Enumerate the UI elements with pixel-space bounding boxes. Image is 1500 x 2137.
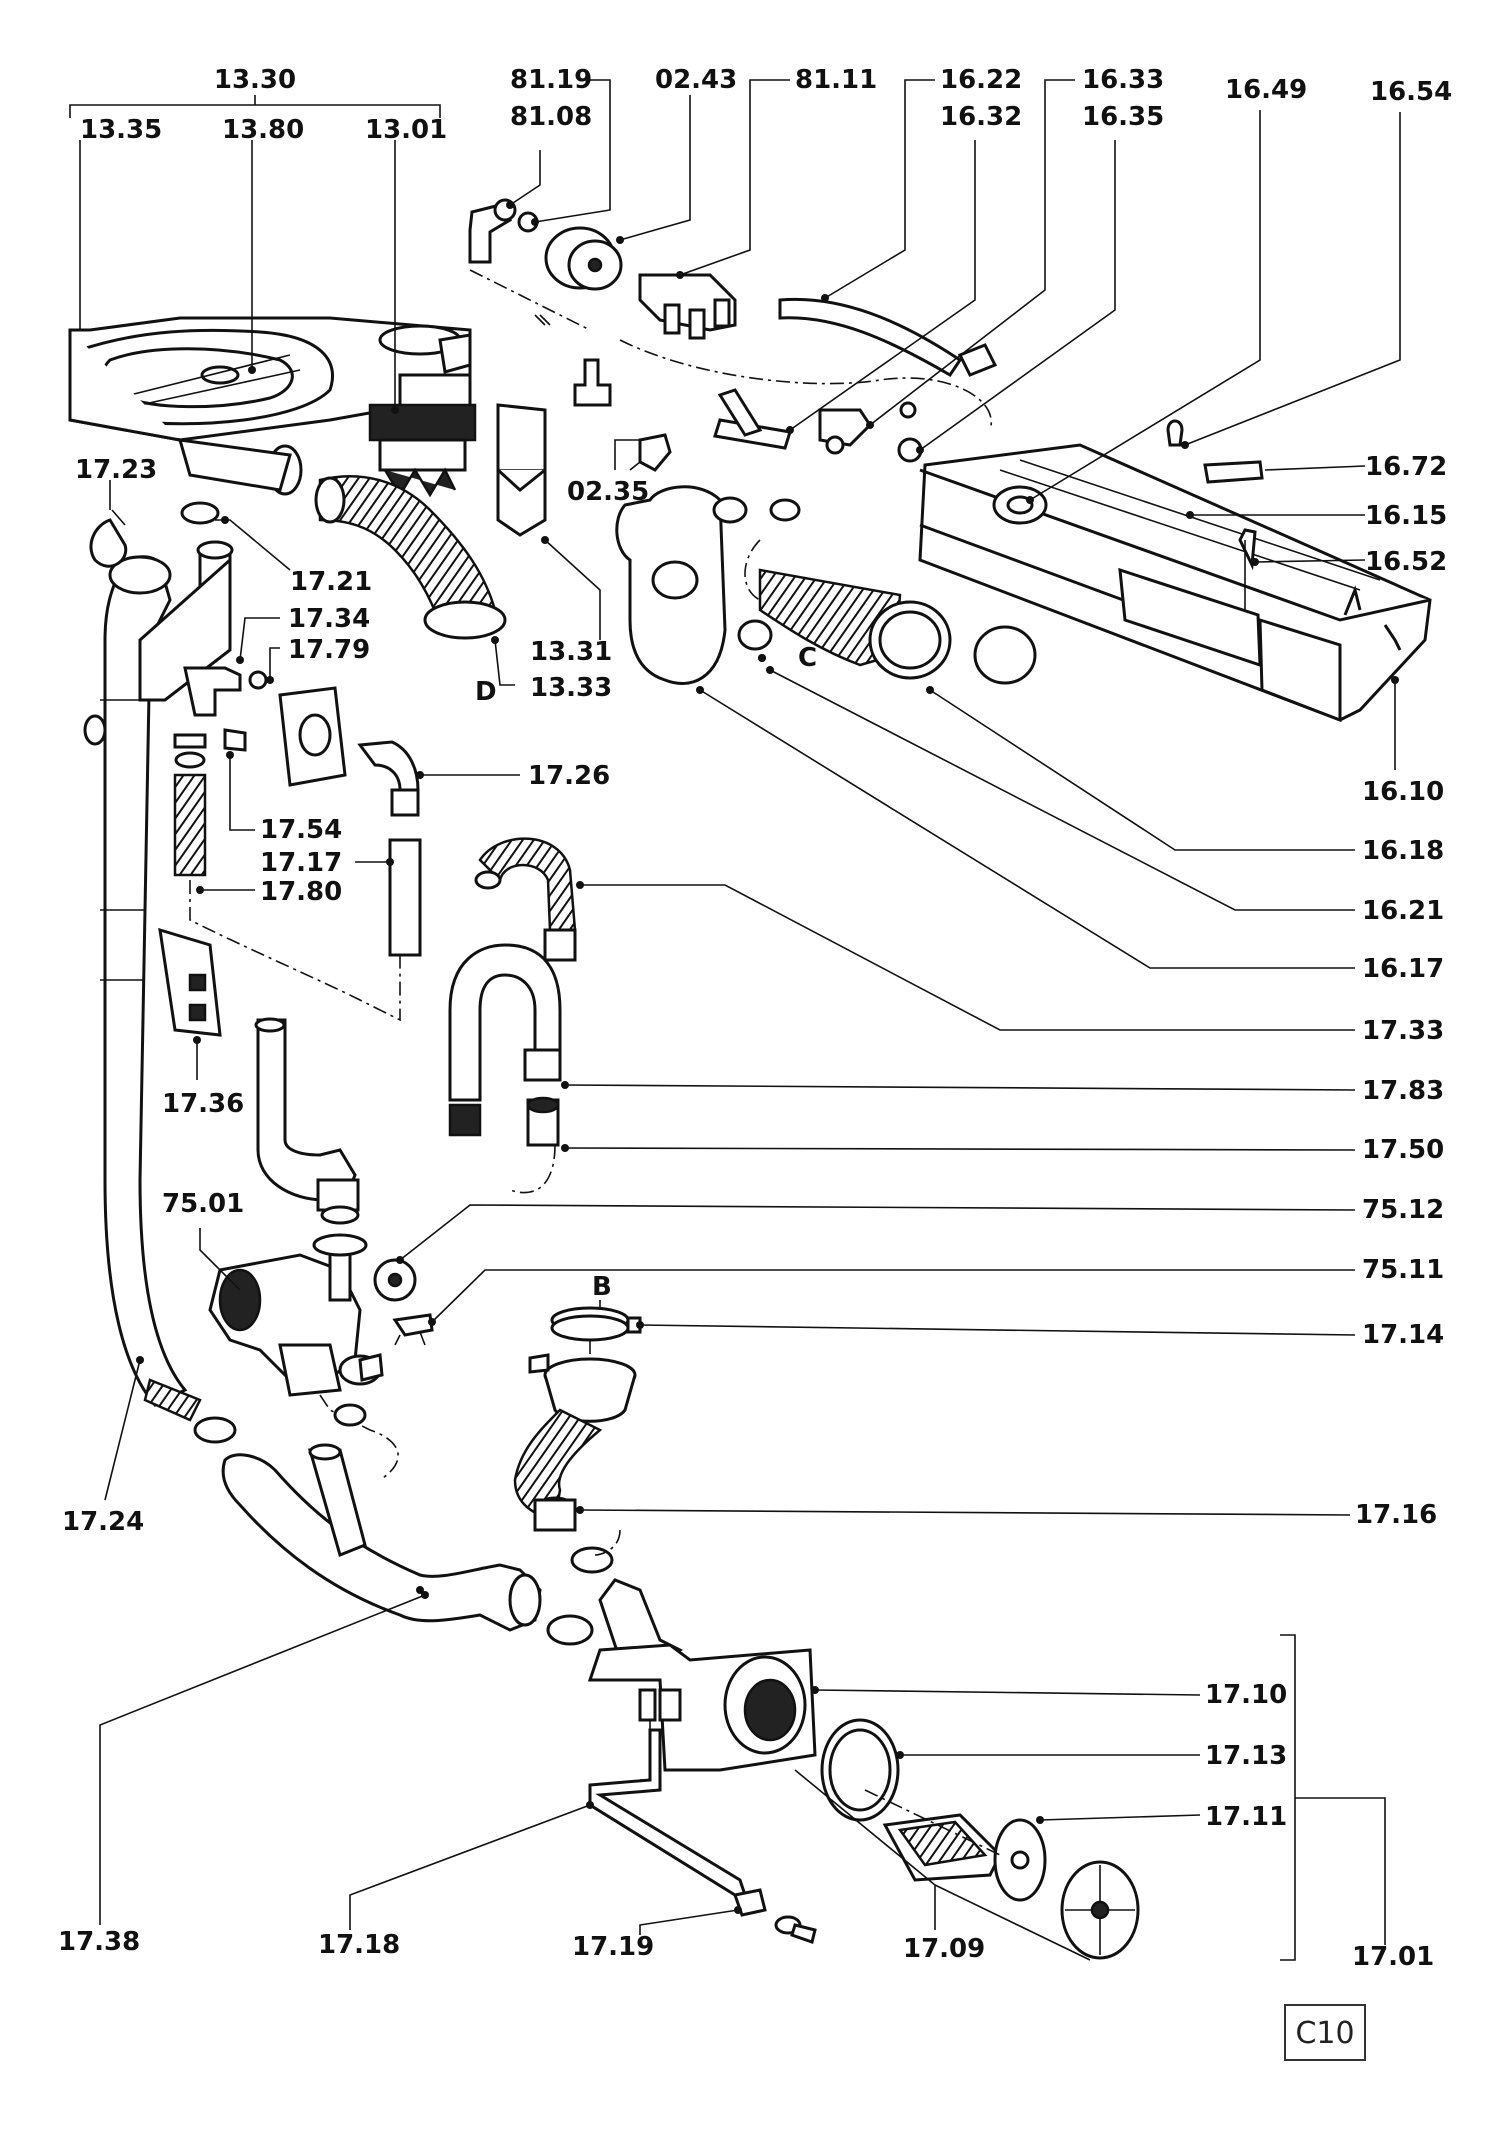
u-hose-17-33 [474, 837, 577, 962]
label-17-24: 17.24 [62, 1507, 144, 1537]
hook-17-23 [89, 509, 128, 568]
label-16-33: 16.33 [1082, 65, 1164, 95]
bracket-17-36 [158, 927, 222, 1037]
pressure-switch-group [173, 666, 422, 1022]
label-16-72: 16.72 [1365, 452, 1447, 482]
part-number-labels: 13.30 13.35 13.80 13.01 81.19 81.08 02.4… [58, 65, 1452, 1972]
label-17-21: 17.21 [290, 567, 372, 597]
label-16-17: 16.17 [1362, 954, 1444, 984]
u-hose-17-83 [448, 943, 562, 1137]
label-16-22: 16.22 [940, 65, 1022, 95]
label-17-26: 17.26 [528, 761, 610, 791]
label-16-10: 16.10 [1362, 777, 1444, 807]
label-d: D [475, 677, 497, 707]
label-13-31: 13.31 [530, 637, 612, 667]
label-17-36: 17.36 [162, 1089, 244, 1119]
label-17-54: 17.54 [260, 815, 342, 845]
label-17-19: 17.19 [572, 1932, 654, 1962]
screw-17-19 [733, 1888, 817, 1944]
label-75-01: 75.01 [162, 1189, 244, 1219]
label-17-79: 17.79 [288, 635, 370, 665]
seal-strip-16-72 [1203, 460, 1264, 484]
clip-75-11 [392, 1313, 434, 1346]
label-16-54: 16.54 [1370, 77, 1452, 107]
label-16-52: 16.52 [1365, 547, 1447, 577]
label-16-21: 16.21 [1362, 896, 1444, 926]
clamp-17-14 [550, 1306, 642, 1342]
label-17-10: 17.10 [1205, 1680, 1287, 1710]
label-17-17: 17.17 [260, 848, 342, 878]
label-17-80: 17.80 [260, 877, 342, 907]
label-17-01: 17.01 [1352, 1942, 1434, 1972]
seal-75-12 [373, 1258, 417, 1302]
water-valve-group [468, 198, 737, 407]
label-81-19: 81.19 [510, 65, 592, 95]
page-code-box: C10 [1284, 2004, 1366, 2061]
label-75-11: 75.11 [1362, 1255, 1444, 1285]
sleeve-17-50 [526, 1096, 560, 1147]
label-81-08: 81.08 [510, 102, 592, 132]
inlet-hoses [619, 297, 998, 463]
sump-housing-17-10 [587, 1578, 817, 1781]
label-16-18: 16.18 [1362, 836, 1444, 866]
label-16-15: 16.15 [1365, 501, 1447, 531]
label-17-16: 17.16 [1355, 1500, 1437, 1530]
label-13-35: 13.35 [80, 115, 162, 145]
standpipe-17-24 [83, 501, 234, 1422]
label-13-33: 13.33 [530, 673, 612, 703]
clamp-small [193, 1403, 614, 1646]
label-13-30: 13.30 [214, 65, 296, 95]
bracket-13-31 [496, 403, 547, 537]
label-17-34: 17.34 [288, 604, 370, 634]
label-16-49: 16.49 [1225, 75, 1307, 105]
label-81-11: 81.11 [795, 65, 877, 95]
heater-duct-assembly [68, 316, 477, 498]
leader-lines [69, 79, 1401, 1961]
drain-pipe-17-38 [221, 1443, 542, 1632]
label-13-01: 13.01 [365, 115, 447, 145]
label-17-18: 17.18 [318, 1930, 400, 1960]
bellows-16-18 [737, 539, 1037, 685]
label-02-43: 02.43 [655, 65, 737, 95]
label-13-80: 13.80 [222, 115, 304, 145]
filter-17-11 [882, 1813, 1140, 1960]
label-02-35: 02.35 [567, 477, 649, 507]
elbow-hose [254, 1017, 360, 1225]
label-16-35: 16.35 [1082, 102, 1164, 132]
label-17-23: 17.23 [75, 455, 157, 485]
clip-02-35 [629, 433, 672, 472]
corrugated-hose-d [314, 475, 507, 640]
page-code: C10 [1295, 2016, 1354, 2051]
label-b: B [592, 1272, 612, 1302]
label-17-13: 17.13 [1205, 1741, 1287, 1771]
drawer-clip-16-49 [1166, 419, 1184, 447]
seal-ring-17-13 [820, 1718, 900, 1822]
drain-hose-17-16 [513, 1340, 637, 1532]
label-17-14: 17.14 [1362, 1320, 1444, 1350]
label-75-12: 75.12 [1362, 1195, 1444, 1225]
label-c: C [798, 643, 817, 673]
label-17-38: 17.38 [58, 1927, 140, 1957]
label-17-83: 17.83 [1362, 1076, 1444, 1106]
label-17-33: 17.33 [1362, 1016, 1444, 1046]
label-17-11: 17.11 [1205, 1802, 1287, 1832]
label-17-09: 17.09 [903, 1934, 985, 1964]
label-17-50: 17.50 [1362, 1135, 1444, 1165]
soap-hopper-16-17 [615, 485, 801, 685]
detergent-drawer-housing [918, 443, 1432, 723]
label-16-32: 16.32 [940, 102, 1022, 132]
drain-pump-75-01 [208, 1233, 399, 1481]
